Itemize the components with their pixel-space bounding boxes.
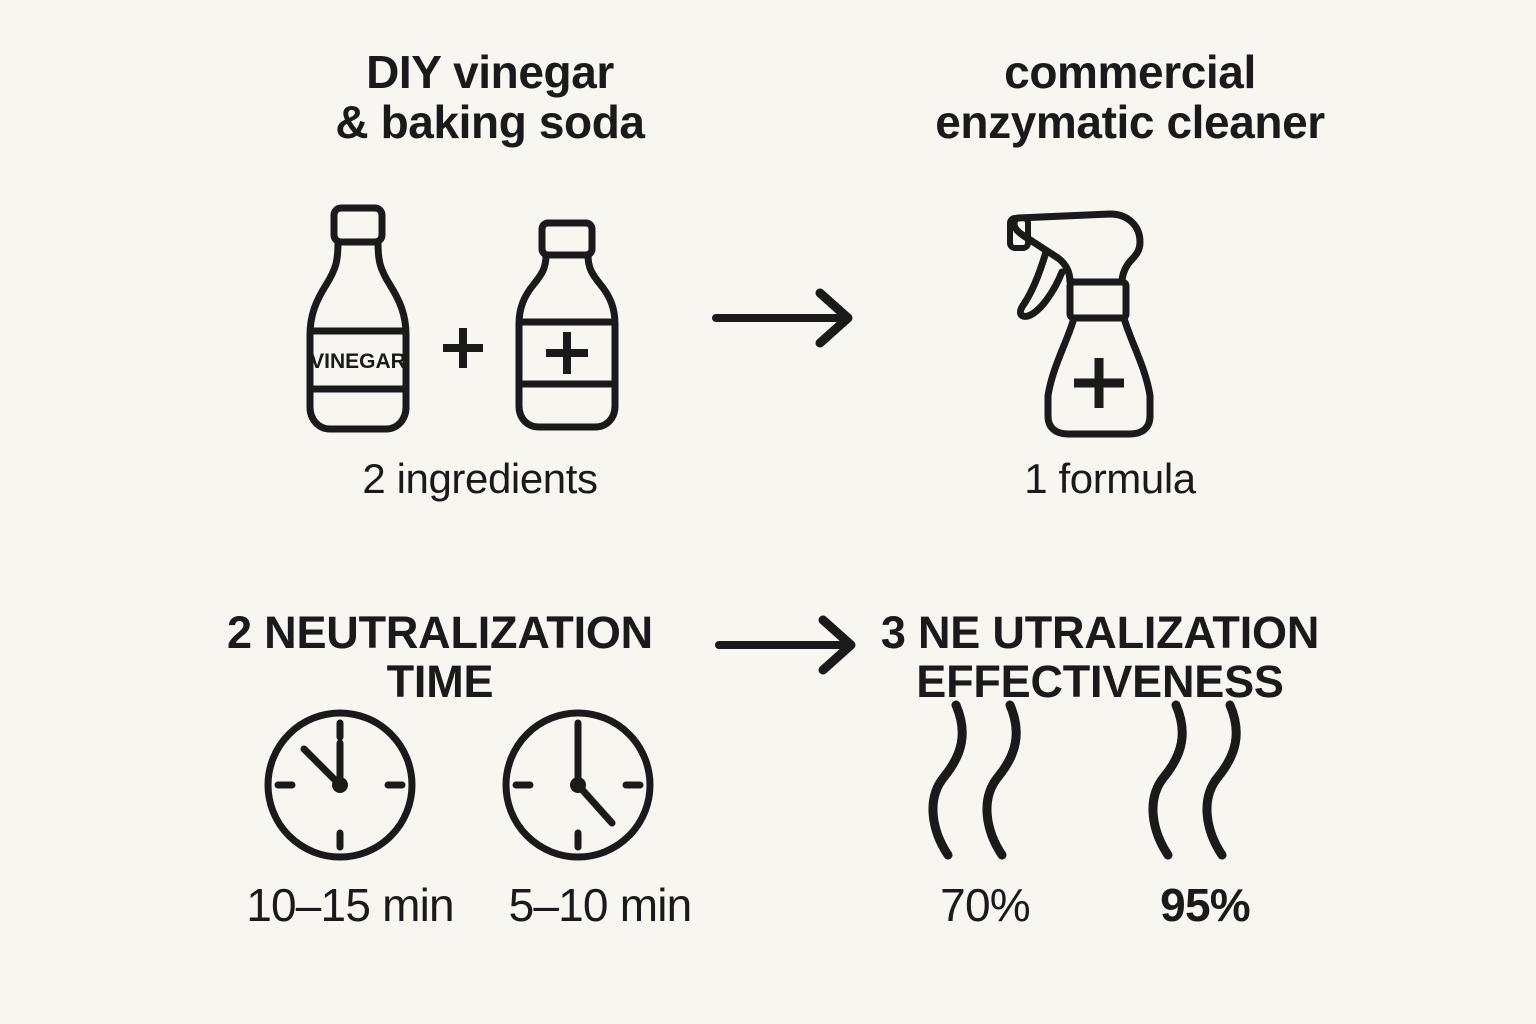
diy-neutralization-time: 10–15 min [246,879,454,931]
spray-bottle-icon [1000,200,1190,440]
commercial-neutralization-time: 5–10 min [508,879,693,931]
step3-heading: 3 NE UTRALIZATION EFFECTIVENESS [800,558,1400,707]
odor-waves-icon [922,697,1038,863]
commercial-effectiveness: 95% [1160,879,1250,931]
formula-caption: 1 formula [1024,455,1196,502]
step2-heading: 2 NEUTRALIZATION TIME [150,558,730,707]
commercial-heading: commercial enzymatic cleaner [935,46,1325,148]
step3-heading-text: NE UTRALIZATION EFFECTIVENESS [916,606,1320,707]
arrow-right-icon [712,288,862,348]
vinegar-label-text: VINEGAR [310,350,406,373]
step2-number: 2 [227,606,252,658]
step2-heading-text: NEUTRALIZATION TIME [264,606,653,707]
odor-waves-icon [1142,697,1258,863]
diy-heading: DIY vinegar & baking soda [335,46,645,148]
diy-effectiveness: 70% [940,879,1030,931]
clock-icon [262,707,418,863]
baking-soda-bottle-icon [506,218,628,433]
plus-sign-icon [438,323,488,373]
vinegar-bottle-icon: VINEGAR [296,203,420,435]
step3-number: 3 [880,606,906,658]
ingredients-caption: 2 ingredients [362,455,598,502]
arrow-right-icon [715,615,865,675]
clock-icon [500,707,656,863]
